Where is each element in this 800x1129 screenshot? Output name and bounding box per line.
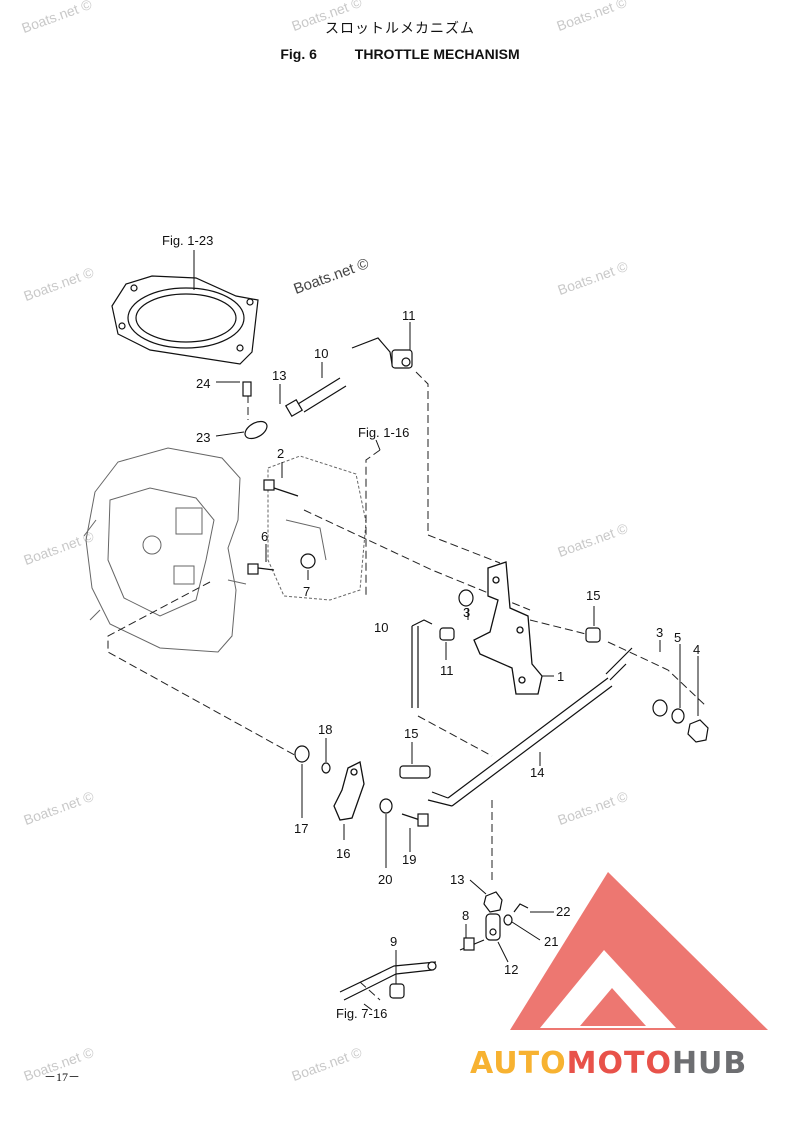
engine-block-sketch (83, 447, 367, 653)
clip-15-lower (399, 765, 431, 779)
callout-10: 10 (374, 620, 388, 635)
collar-17 (294, 745, 310, 763)
washer-3-lower (652, 699, 668, 717)
callout-12: 12 (504, 962, 518, 977)
callout-15: 15 (586, 588, 600, 603)
nut-13-lower (483, 891, 503, 913)
lever-16 (333, 761, 365, 821)
callout-4: 4 (693, 642, 700, 657)
callout-19: 19 (402, 852, 416, 867)
flange-plate (111, 275, 259, 365)
nut-4 (687, 719, 709, 743)
callout-20: 20 (378, 872, 392, 887)
page-title-japanese: スロットルメカニズム (325, 21, 475, 37)
callout-8: 8 (462, 908, 469, 923)
clip-15-upper (585, 627, 601, 643)
callout-9: 9 (390, 934, 397, 949)
callout-13: 13 (272, 368, 286, 383)
callout-1: 1 (557, 669, 564, 684)
callout-10: 10 (314, 346, 328, 361)
figure-title: THROTTLE MECHANISM (354, 46, 520, 62)
washer-18 (321, 762, 331, 774)
automotohub-logo-text: AUTOMOTOHUB (470, 1046, 748, 1081)
ref-fig-1-23: Fig. 1-23 (162, 233, 213, 248)
washer-5 (671, 708, 685, 724)
callout-3: 3 (656, 625, 663, 640)
callout-17: 17 (294, 821, 308, 836)
screw-19 (401, 813, 429, 827)
throttle-rod-14 (427, 647, 633, 807)
figure-number: Fig. 6 (280, 46, 317, 62)
callout-22: 22 (556, 904, 570, 919)
rod-end-12 (485, 913, 501, 941)
rod-end-23 (242, 381, 268, 440)
linkage-rod-upper (284, 337, 393, 418)
nut-9 (389, 983, 405, 999)
automotohub-logo-icon (510, 872, 768, 1030)
washer-20 (379, 798, 393, 814)
callout-13: 13 (450, 872, 464, 887)
nut-7 (300, 553, 316, 569)
ref-fig-7-16: Fig. 7-16 (336, 1006, 387, 1021)
throttle-lever-1 (473, 561, 543, 695)
callout-15: 15 (404, 726, 418, 741)
linkage-rod-lower (411, 619, 433, 708)
bolt-6 (247, 563, 275, 575)
callout-21: 21 (544, 934, 558, 949)
callout-7: 7 (303, 584, 310, 599)
callout-16: 16 (336, 846, 350, 861)
ref-fig-1-16: Fig. 1-16 (358, 425, 409, 440)
pin-22 (513, 903, 529, 913)
ball-stud-8 (459, 937, 485, 951)
callout-11: 11 (440, 663, 454, 678)
washer-21 (503, 914, 513, 926)
callout-6: 6 (261, 529, 268, 544)
page-title: Fig. 6 THROTTLE MECHANISM (0, 46, 800, 62)
callout-2: 2 (277, 446, 284, 461)
callout-11: 11 (402, 308, 416, 323)
callout-18: 18 (318, 722, 332, 737)
callout-23: 23 (196, 430, 210, 445)
bolt-2 (263, 479, 299, 497)
page-number: －17－ (44, 1070, 81, 1084)
ball-joint-upper (391, 349, 413, 369)
callout-24: 24 (196, 376, 210, 391)
callout-14: 14 (530, 765, 544, 780)
washer-3-upper (458, 589, 474, 607)
ball-joint-lower (439, 627, 455, 641)
callout-3: 3 (463, 605, 470, 620)
lever-arm-fig7 (339, 961, 437, 1001)
callout-leaders (193, 250, 699, 1011)
callout-5: 5 (674, 630, 681, 645)
